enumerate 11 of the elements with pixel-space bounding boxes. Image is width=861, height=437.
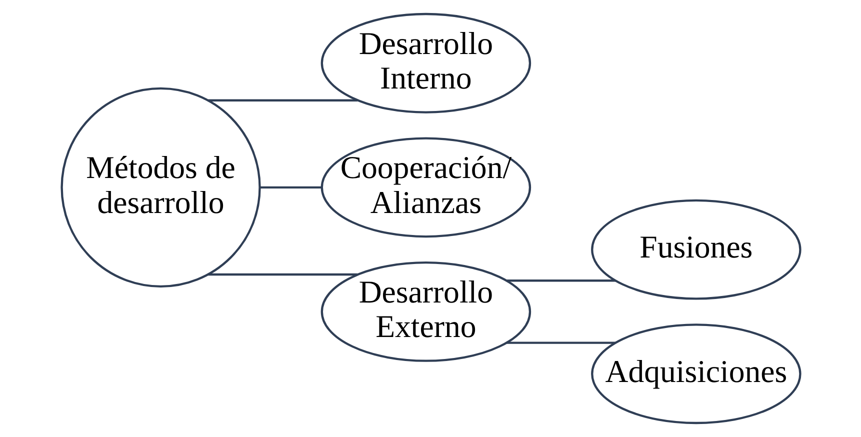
connector [208, 273, 358, 276]
node-ellipse: Adquisiciones [590, 324, 801, 424]
connector [506, 280, 615, 282]
connector [208, 99, 358, 102]
node-ellipse: Cooperación/ Alianzas [320, 137, 531, 238]
connector [259, 186, 322, 189]
node-ellipse: Desarrollo Interno [320, 12, 531, 114]
node-circle: Métodos de desarrollo [60, 87, 260, 288]
connector [506, 342, 615, 344]
node-ellipse: Desarrollo Externo [320, 262, 531, 362]
node-ellipse: Fusiones [590, 199, 801, 300]
